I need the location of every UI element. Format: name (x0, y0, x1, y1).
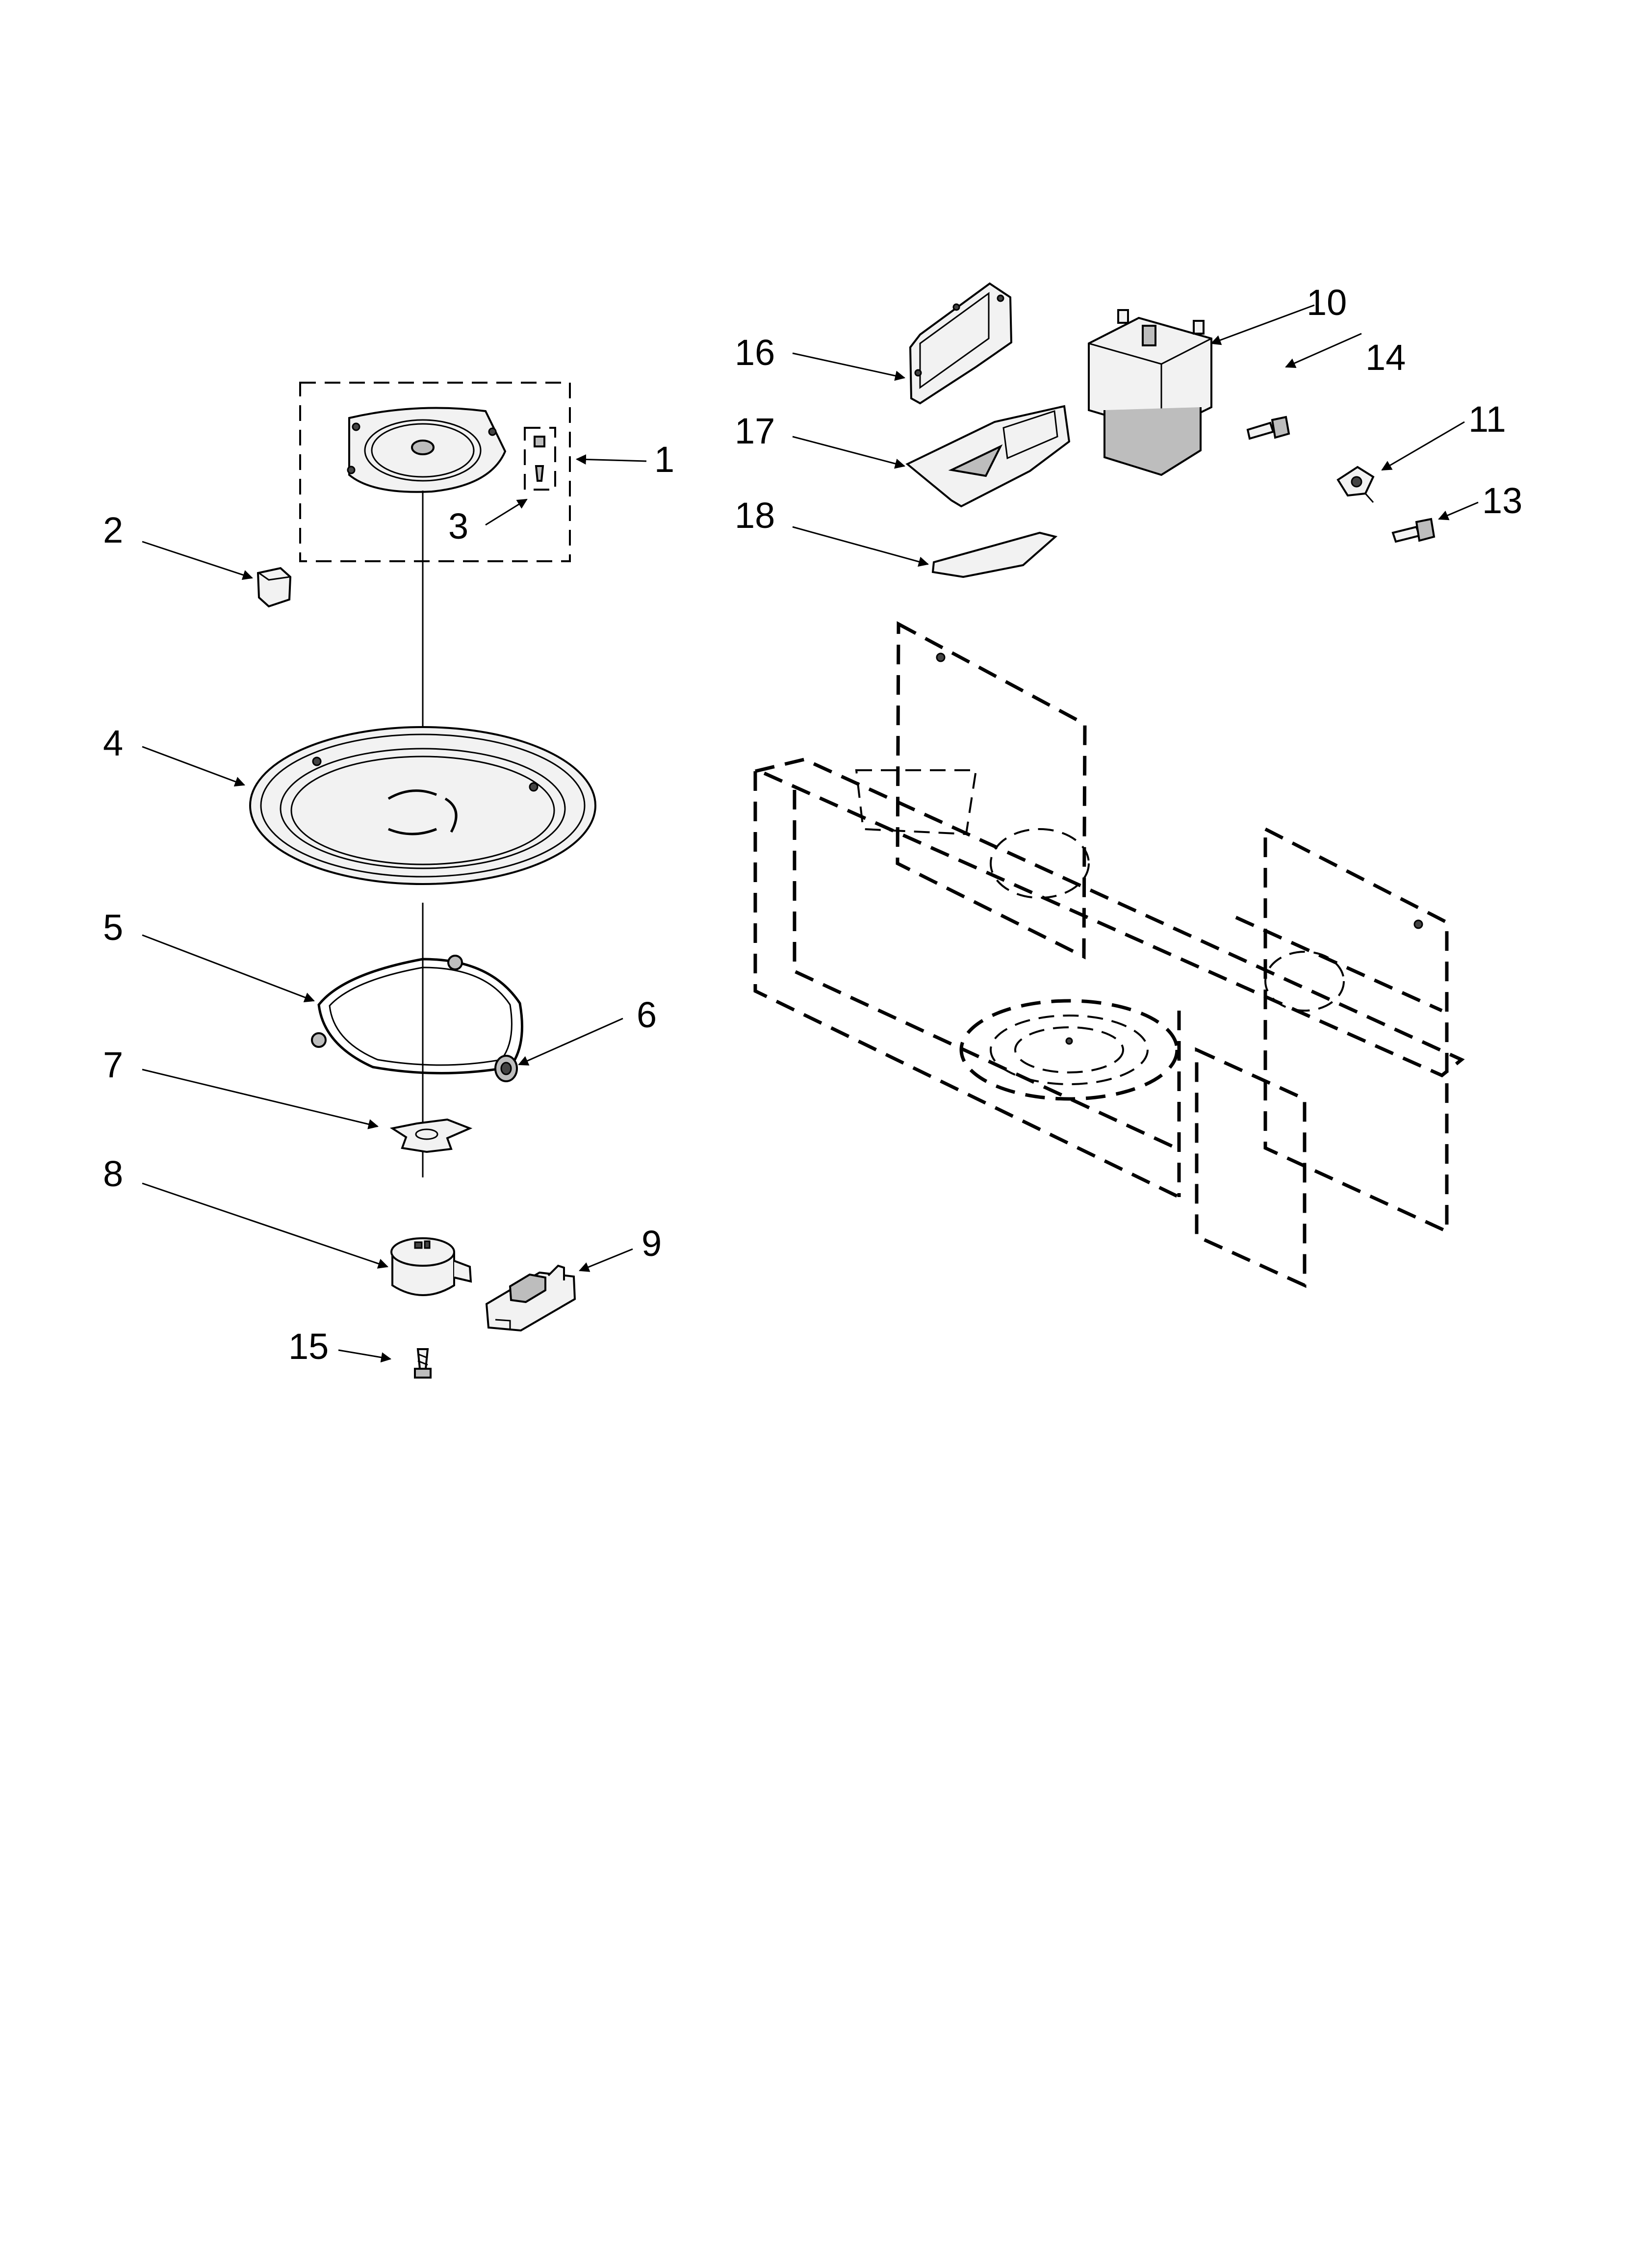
label-part-17: 17 (735, 411, 775, 451)
label-part-14: 14 (1365, 337, 1406, 378)
part-4-turntable-tray (249, 726, 596, 885)
label-part-16: 16 (735, 332, 775, 373)
callout-leaders (142, 304, 1479, 1363)
part-1-support-assembly (299, 382, 571, 562)
part-number-labels: 1 2 3 4 5 6 7 8 9 10 11 13 14 15 16 17 1… (103, 282, 1522, 1367)
label-part-10: 10 (1307, 282, 1347, 323)
label-part-6: 6 (637, 994, 657, 1035)
label-part-15: 15 (288, 1326, 329, 1367)
label-part-4: 4 (103, 723, 123, 763)
part-5-roller-ring (311, 955, 523, 1074)
label-part-18: 18 (735, 495, 775, 536)
part-16-bracket (909, 282, 1013, 405)
label-part-2: 2 (103, 510, 123, 550)
part-11-clip (1336, 466, 1375, 503)
label-part-11: 11 (1468, 399, 1506, 440)
part-3-hardware-box (524, 427, 556, 491)
label-part-1: 1 (654, 439, 674, 480)
part-6-roller (494, 1055, 518, 1082)
part-10-magnetron (1088, 309, 1212, 476)
part-2-clip (257, 567, 292, 608)
part-7-coupler (389, 1118, 473, 1153)
part-8-motor (390, 1237, 472, 1296)
label-part-7: 7 (103, 1044, 123, 1085)
label-part-5: 5 (103, 907, 123, 948)
part-13-screw (1391, 518, 1436, 543)
part-9-bracket (485, 1264, 576, 1332)
part-15-screw (414, 1348, 432, 1379)
assembly-1-dashed-box (299, 382, 571, 562)
part-18-small-bracket (931, 531, 1058, 578)
part-14-screw (1246, 416, 1290, 440)
label-part-9: 9 (641, 1223, 662, 1264)
part-17-bracket-plate (905, 405, 1071, 508)
microwave-cabinet-outline (753, 621, 1465, 1288)
label-part-13: 13 (1482, 480, 1522, 521)
label-part-8: 8 (103, 1153, 123, 1194)
label-part-3: 3 (448, 506, 468, 547)
